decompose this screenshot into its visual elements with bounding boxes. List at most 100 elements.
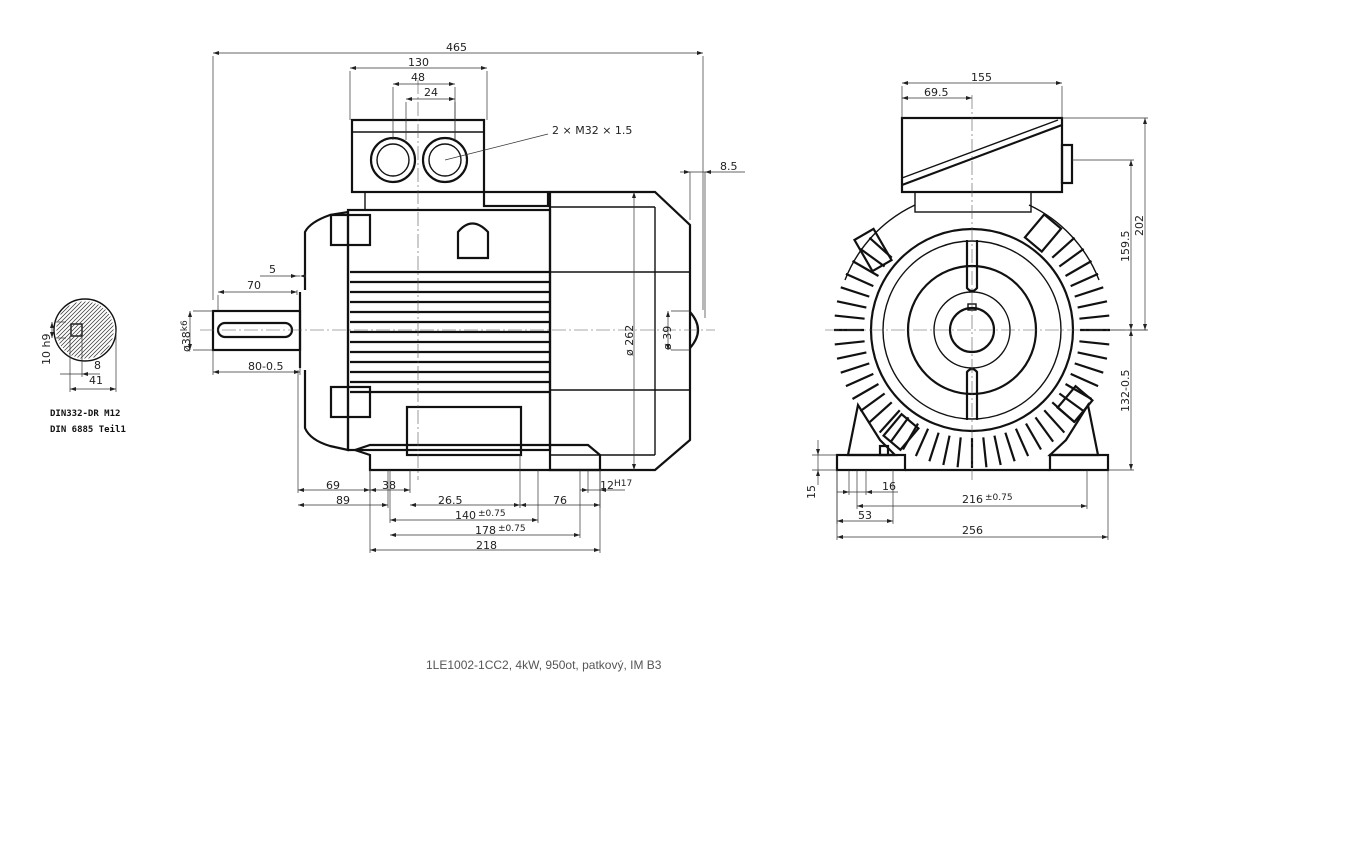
foot [351,443,602,472]
dim-end-box-offset: 69.5 [924,86,949,99]
dimension-arrow [188,344,192,350]
dimension-arrow [632,464,636,470]
dimension-arrow [816,449,820,455]
radial-fin [889,416,910,443]
dim-foot-hole-offset: 16 [882,480,896,493]
dimension-arrow [294,370,300,374]
foot-left [835,453,907,472]
side-view [200,80,715,480]
radial-fin [845,272,874,288]
radial-fin [914,428,930,457]
dimension-arrow [188,311,192,317]
dimension-arrow [298,488,304,492]
dimension-arrow [1129,160,1133,166]
dimension-arrow [857,504,863,508]
terminal-base-end [914,191,1032,213]
hatch-line [60,305,102,347]
radial-fin [834,314,865,320]
dim-shaft-height: 132-0.5 [1119,370,1132,412]
hatch-line [56,301,90,335]
dimension-arrow [866,490,872,494]
terminal-base-ribs [482,190,550,208]
end-foot-spacing-tol: ±0.75 [985,493,1013,503]
key-standard-note: DIN 6885 Teil1 [50,424,126,435]
hatch-line [58,303,96,341]
dimension-arrow [582,488,588,492]
dimension-arrow [632,192,636,198]
dimension-arrow [213,370,219,374]
hatch-line [59,304,99,344]
key-depth-label: 41 [89,374,103,387]
dim-69: 69 [326,479,340,492]
shaft-end [948,306,996,354]
dimension-arrow [291,290,297,294]
radial-fin [878,409,901,434]
fin-envelope [844,204,916,281]
dim-terminal-box-width: 130 [408,56,429,69]
dimension-arrow [902,96,908,100]
radial-fin [1079,340,1110,346]
dim-foot-thickness: 15 [805,485,818,499]
rib-top [965,240,979,293]
dimension-arrow [1056,81,1062,85]
dimension-arrow [837,519,843,523]
dimension-arrow [382,503,388,507]
radial-fin [993,435,1002,466]
radial-fin [859,247,886,268]
radial-fin [1043,409,1066,434]
dim-foot-hole: 12H17 [600,479,632,492]
radial-fin [836,300,867,309]
radial-fin [1074,286,1104,298]
foot-spacing-140-tol: ±0.75 [478,509,506,519]
radial-fin [840,362,870,374]
dim-foot-spacing-178: 178±0.75 [475,524,526,537]
terminal-box-base [364,191,551,211]
dimension-arrow [410,503,416,507]
radial-fin [834,340,865,346]
dim-total-height: 202 [1133,215,1146,236]
dim-foot-spacing-140: 140±0.75 [455,509,506,522]
shaft [211,309,302,352]
key-square [70,323,83,337]
dim-cap-protrusion: 8.5 [720,160,738,173]
dimension-arrow [298,503,304,507]
radial-fin [1070,372,1099,388]
radial-fin [928,432,940,462]
dim-gland-spacing: 48 [411,71,425,84]
radial-fin [1074,362,1104,374]
hatch-line [77,322,113,358]
dim-foot-length: 218 [476,539,497,552]
dim-gland-offset: 24 [424,86,438,99]
dimension-arrow [404,488,410,492]
dimension-arrow [50,322,54,328]
dim-box-height: 159.5 [1119,231,1132,263]
dimension-arrow [666,311,670,317]
dimension-arrow [520,503,526,507]
dimension-arrow [816,470,820,476]
dimension-arrow [390,518,396,522]
dimension-arrow [666,344,670,350]
housing-boss-top [329,213,372,247]
dimension-arrow [1129,324,1133,330]
drive-endshield [303,210,350,452]
dimension-arrow [1081,504,1087,508]
hatch-line [57,302,93,338]
foot-spacing-178-tol: ±0.75 [498,524,526,534]
radial-fin [836,351,867,360]
housing-boss-bottom [329,385,372,419]
dim-overall-length: 465 [446,41,467,54]
hatch-line [56,301,86,331]
radial-fin [851,260,880,277]
dim-76: 76 [553,494,567,507]
hatch-line [60,305,70,315]
fin-envelope [1028,204,1100,281]
dimension-arrow [291,274,297,278]
boss-right-top [1023,212,1063,254]
foot-spacing-140-value: 140 [455,509,476,522]
radial-fin [956,437,962,468]
dim-fan-cover-diameter: ø 262 [623,325,636,356]
dimension-arrow [393,82,399,86]
dimension-arrow [684,170,690,174]
dimension-arrow [218,290,224,294]
dimension-arrow [449,82,455,86]
